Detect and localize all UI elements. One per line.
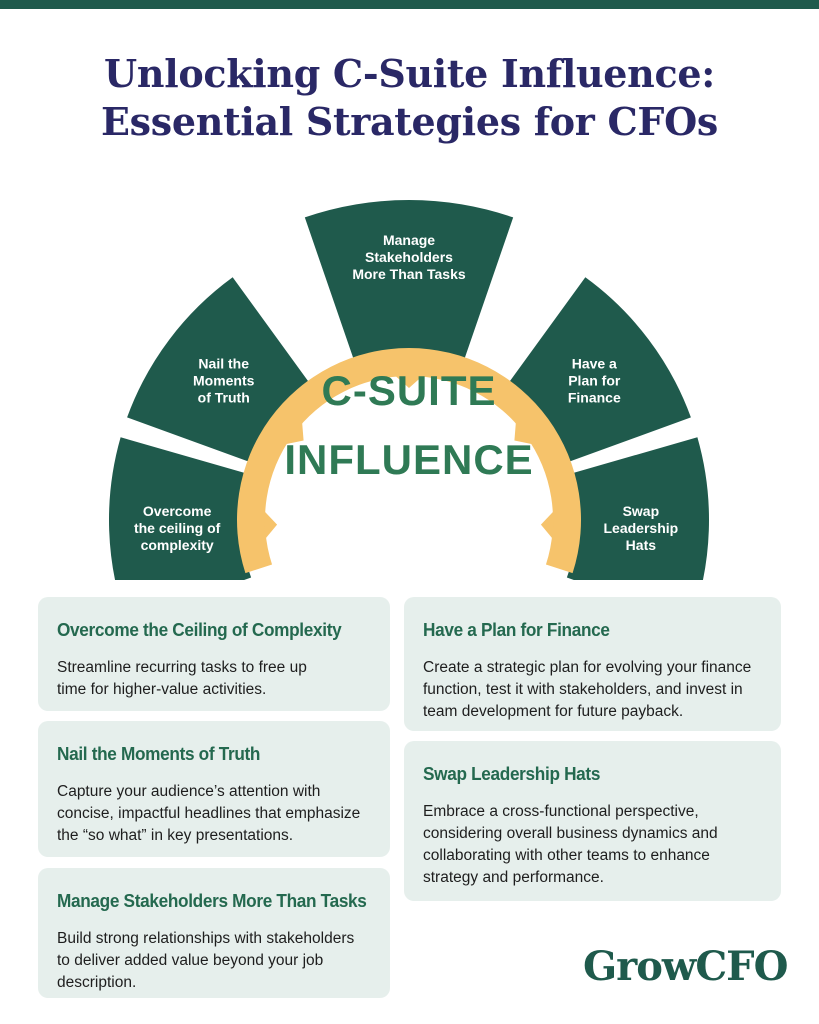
center-title-line-1: C-SUITE [322,367,497,414]
card-title: Manage Stakeholders More Than Tasks [57,890,367,911]
card-text-line: strategy and performance. [423,869,604,886]
card-text-line: time for higher-value activities. [57,681,267,698]
card-text-line: Embrace a cross-functional perspective, [423,803,699,820]
card-text-line: function, test it with stakeholders, and… [423,681,743,698]
ring-pointer [285,422,304,445]
card-text-line: description. [57,974,137,991]
arch-segment [566,437,709,580]
ring-pointer [540,511,554,539]
page-title-line-2: Essential Strategies for CFOs [101,99,718,144]
growcfo-logo: GrowCFO [583,943,788,990]
card-title: Overcome the Ceiling of Complexity [57,619,342,640]
card-text: Embrace a cross-functional perspective, … [423,801,763,889]
ring-pointer [395,375,423,388]
card-manage-stakeholders: Manage Stakeholders More Than Tasks Buil… [38,868,390,998]
card-text: Create a strategic plan for evolving you… [423,657,763,723]
center-title-line-2: INFLUENCE [284,436,533,483]
card-title: Swap Leadership Hats [423,763,601,784]
card-text-line: the “so what” in key presentations. [57,827,294,844]
ring-pointer [514,422,533,445]
card-plan-for-finance: Have a Plan for Finance Create a strateg… [404,597,781,731]
card-text: Streamline recurring tasks to free up ti… [57,657,372,701]
yellow-ring [237,347,581,574]
card-text-line: team development for future payback. [423,703,684,720]
card-text-line: Capture your audience’s attention with [57,783,321,800]
card-overcome-complexity: Overcome the Ceiling of Complexity Strea… [38,597,390,711]
arch-segment [304,200,514,362]
page-title-line-1: Unlocking C-Suite Influence: [104,51,715,96]
ring-pointer [264,511,278,539]
card-text-line: to deliver added value beyond your job [57,952,324,969]
card-text-line: concise, impactful headlines that emphas… [57,805,361,822]
card-text: Capture your audience’s attention with c… [57,781,372,847]
card-swap-leadership-hats: Swap Leadership Hats Embrace a cross-fun… [404,741,781,901]
card-text-line: collaborating with other teams to enhanc… [423,847,710,864]
card-nail-moments: Nail the Moments of Truth Capture your a… [38,721,390,857]
top-accent-bar [0,0,819,9]
card-title: Have a Plan for Finance [423,619,610,640]
card-text-line: Create a strategic plan for evolving you… [423,659,752,676]
arch-segment [127,277,311,463]
card-text-line: Build strong relationships with stakehol… [57,930,355,947]
card-title: Nail the Moments of Truth [57,743,261,764]
card-text-line: considering overall business dynamics an… [423,825,718,842]
card-text: Build strong relationships with stakehol… [57,928,372,994]
card-text-line: Streamline recurring tasks to free up [57,659,307,676]
arch-segment [507,277,691,463]
page-title: Unlocking C-Suite Influence: Essential S… [0,50,819,146]
arch-segment [109,437,252,580]
